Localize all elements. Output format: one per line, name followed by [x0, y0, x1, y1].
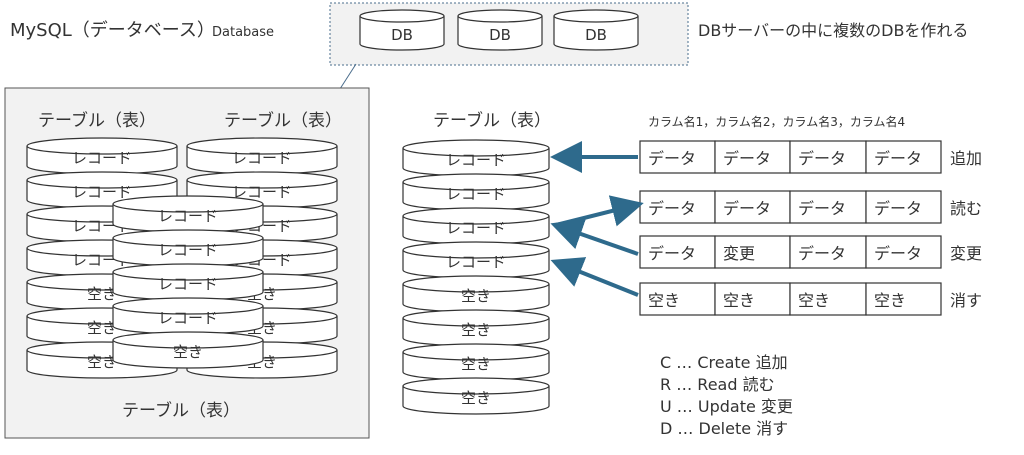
ops-cell: データ	[648, 199, 696, 218]
arrow-read	[555, 195, 644, 227]
ops-cell: データ	[723, 149, 771, 168]
stack-c-disk-3: レコード	[112, 297, 264, 335]
ops-cell: 空き	[874, 291, 906, 310]
disk-label: 空き	[461, 321, 491, 339]
ops-row: 空き 空き 空き 空き 消す	[639, 282, 982, 316]
ops-cell: 空き	[648, 291, 680, 310]
disk-label: レコード	[72, 183, 132, 201]
operation-arrows	[550, 141, 644, 297]
disk-label: レコード	[158, 309, 218, 327]
ops-cell: 空き	[798, 291, 830, 310]
disk-label: レコード	[72, 149, 132, 167]
disk-label: レコード	[446, 219, 506, 237]
stack-b-disk-0: レコード	[186, 137, 338, 175]
ops-cell: データ	[648, 149, 696, 168]
db-label: DB	[585, 26, 607, 44]
ops-rows: データデータデータデータ追加データデータデータデータ読むデータ変更データデータ変…	[639, 140, 982, 316]
db-cylinder: DB	[457, 9, 543, 51]
crud-create: C … Create 追加	[660, 353, 788, 372]
table-title-bottom: テーブル（表）	[122, 400, 240, 421]
ops-cell: データ	[648, 244, 696, 263]
disk-label: 空き	[461, 287, 491, 305]
arrow-delete	[550, 257, 639, 297]
ops-label: 変更	[950, 244, 982, 263]
ops-cell: データ	[798, 149, 846, 168]
crud-read: R … Read 読む	[660, 375, 775, 394]
stack-m-disk-0: レコード	[402, 139, 550, 177]
db-cylinders: DB DB DB	[359, 9, 639, 51]
ops-cell: 空き	[723, 291, 755, 310]
stack-m-disk-3: レコード	[402, 241, 550, 279]
disk-label: レコード	[158, 207, 218, 225]
db-label: DB	[489, 26, 511, 44]
db-server-note: DBサーバーの中に複数のDBを作れる	[698, 21, 968, 40]
disk-label: レコード	[446, 253, 506, 271]
ops-label: 追加	[950, 149, 982, 168]
ops-label: 読む	[950, 199, 982, 218]
stack-m-disk-1: レコード	[402, 173, 550, 211]
disk-label: 空き	[87, 319, 117, 337]
ops-cell: データ	[723, 199, 771, 218]
stack-c-disk-0: レコード	[112, 195, 264, 233]
stack-m-disk-2: レコード	[402, 207, 550, 245]
stack-m-disk-7: 空き	[402, 377, 550, 415]
stack-c-disk-4: 空き	[112, 331, 264, 369]
crud-legend: C … Create 追加 R … Read 読む U … Update 変更 …	[660, 353, 793, 438]
stack-c-disk-2: レコード	[112, 263, 264, 301]
ops-label: 消す	[950, 291, 982, 310]
db-cylinder: DB	[553, 9, 639, 51]
disk-label: 空き	[87, 285, 117, 303]
db-cylinder: DB	[359, 9, 445, 51]
ops-row: データ データ データ データ 追加	[639, 140, 982, 174]
ops-cell: データ	[798, 199, 846, 218]
disk-label: レコード	[232, 149, 292, 167]
mysql-title-small: Database	[212, 25, 274, 40]
disk-label: レコード	[446, 185, 506, 203]
columns-header: カラム名1，カラム名2，カラム名3，カラム名4	[648, 114, 905, 129]
table-title-a: テーブル（表）	[38, 110, 156, 131]
ops-row: データ データ データ データ 読む	[639, 190, 982, 224]
ops-cell: データ	[798, 244, 846, 263]
disk-label: 空き	[461, 355, 491, 373]
ops-row: データ 変更 データ データ 変更	[639, 235, 982, 269]
stack-m-disk-4: 空き	[402, 275, 550, 313]
ops-cell: データ	[874, 199, 922, 218]
ops-cell: 変更	[723, 244, 755, 263]
disk-label: 空き	[461, 389, 491, 407]
stack-m-disk-6: 空き	[402, 343, 550, 381]
db-connector-line	[337, 63, 357, 93]
table-title-b: テーブル（表）	[224, 110, 342, 131]
disk-label: 空き	[173, 343, 203, 361]
disk-label: 空き	[87, 353, 117, 371]
disk-label: レコード	[158, 275, 218, 293]
disk-label: レコード	[158, 241, 218, 259]
stack-a-disk-0: レコード	[26, 137, 178, 175]
ops-cell: データ	[874, 149, 922, 168]
mysql-title: MySQL（データベース）	[10, 20, 215, 41]
arrow-update	[550, 218, 639, 256]
stack-m-disk-5: 空き	[402, 309, 550, 347]
crud-delete: D … Delete 消す	[660, 419, 788, 438]
crud-update: U … Update 変更	[660, 397, 793, 416]
disk-label: レコード	[232, 183, 292, 201]
middle-table-title: テーブル（表）	[433, 110, 551, 131]
ops-cell: データ	[874, 244, 922, 263]
stack-c-disk-1: レコード	[112, 229, 264, 267]
db-label: DB	[391, 26, 413, 44]
disk-label: レコード	[446, 151, 506, 169]
